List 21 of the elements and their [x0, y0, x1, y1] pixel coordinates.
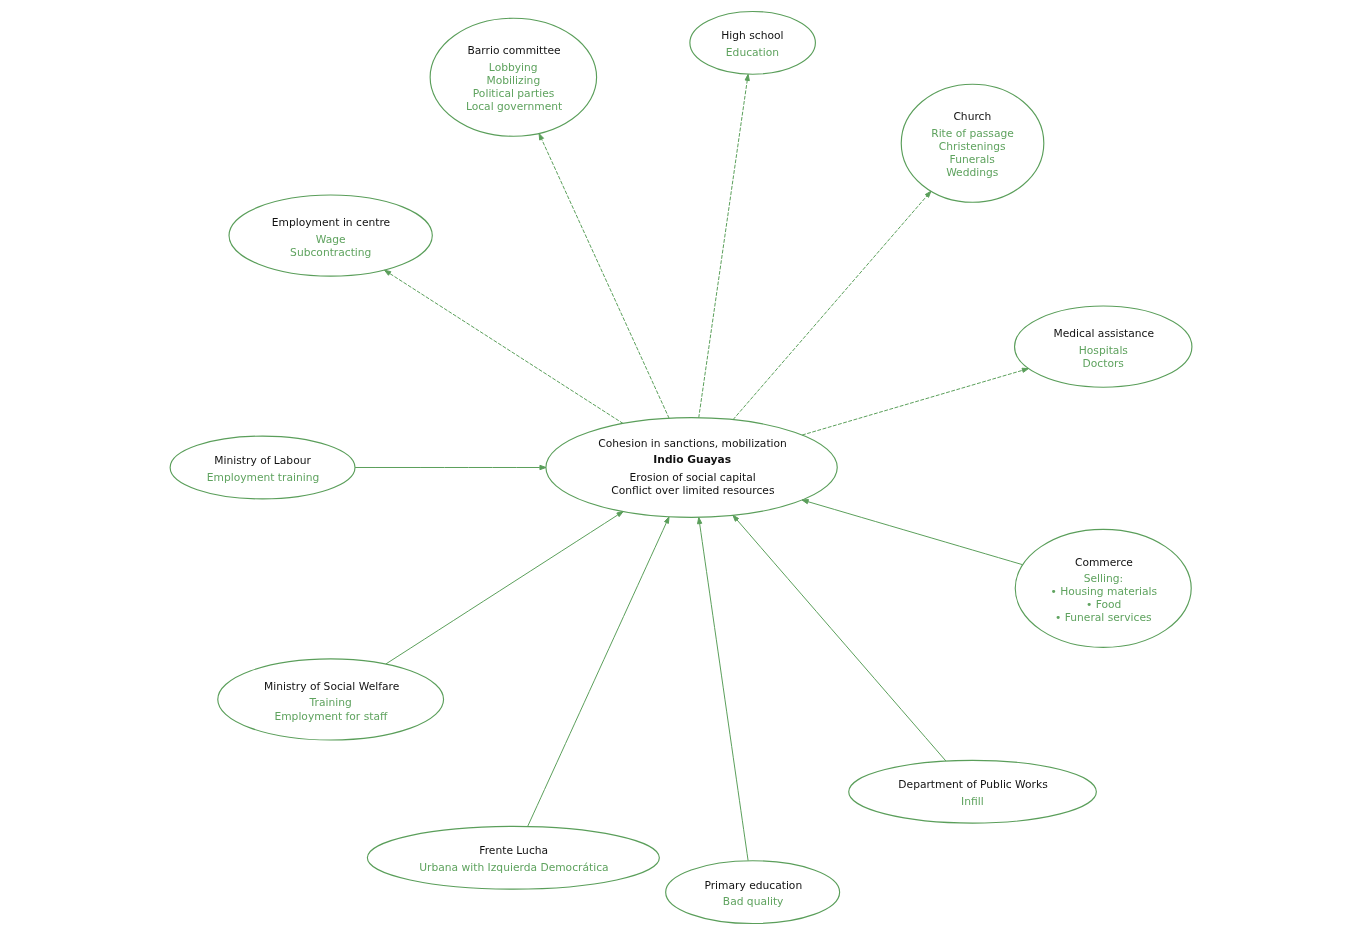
arrow [801, 499, 1023, 566]
arrow [732, 190, 932, 421]
arrow [801, 367, 1029, 436]
node-ellipse: Frente Lucha Urbana with Izquierda Democrática [366, 825, 660, 890]
arrow [527, 516, 670, 827]
arrow [385, 511, 624, 665]
node-ellipse: Ministry of Social Welfare Training Employment for staff [217, 658, 445, 741]
node-ellipse: Ministry of Labour Employment training [169, 435, 356, 500]
node-ellipse: Barrio committee Lobbying Mobilizing Political parties Local government [429, 17, 598, 137]
node-ellipse: Primary education Bad quality [665, 860, 841, 925]
node-ellipse: Department of Public Works Infill [848, 759, 1097, 824]
arrow [698, 73, 750, 419]
arrow [354, 464, 547, 471]
node-ellipse: Church Rite of passage Christenings Funerals Weddings [900, 83, 1045, 203]
arrow [538, 133, 670, 419]
node-ellipse: Commerce Selling: • Housing materials • Food • Funeral services [1014, 528, 1192, 648]
node-ellipse: Medical assistance Hospitals Doctors [1013, 305, 1193, 388]
node-ellipse: High school Education [689, 10, 816, 75]
arrow [732, 514, 947, 762]
arrow [697, 517, 749, 862]
arrow [384, 269, 624, 424]
